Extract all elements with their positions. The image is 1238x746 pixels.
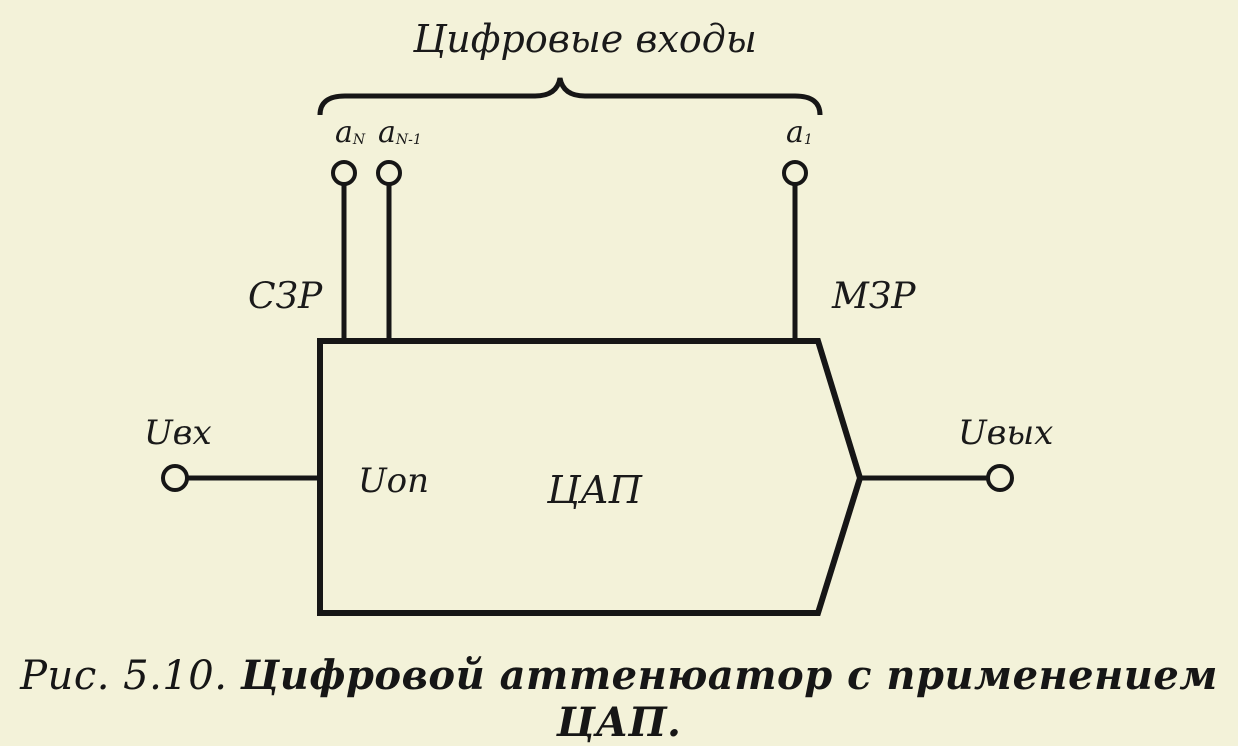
reference-voltage-label: Uоп: [358, 461, 429, 501]
digital-inputs-brace: [317, 77, 823, 116]
input-an-label: aN: [335, 115, 366, 150]
input-an-terminal: [331, 160, 357, 186]
input-voltage-label: Uвх: [144, 413, 212, 453]
figure-caption: Рис. 5.10. Цифровой аттенюатор с примене…: [0, 652, 1238, 746]
dac-label: ЦАП: [546, 468, 643, 512]
dac-block: [317, 338, 864, 616]
msb-label: СЗР: [248, 276, 323, 317]
digital-inputs-label: Цифровые входы: [412, 17, 757, 61]
input-a1-label: a1: [786, 115, 813, 150]
lsb-label: МЗР: [831, 276, 916, 317]
input-voltage-terminal: [161, 464, 189, 492]
caption-text: Цифровой аттенюатор с применением ЦАП.: [240, 652, 1218, 746]
output-voltage-terminal: [986, 464, 1014, 492]
input-an1-label: aN-1: [378, 115, 422, 150]
dac-attenuator-diagram: Цифровые входы aN aN-1 a1 СЗР МЗР Uвх Uв…: [144, 17, 1053, 616]
input-an1-terminal: [376, 160, 402, 186]
caption-prefix: Рис. 5.10.: [20, 653, 228, 699]
output-voltage-label: Uвых: [958, 413, 1053, 453]
input-a1-terminal: [782, 160, 808, 186]
